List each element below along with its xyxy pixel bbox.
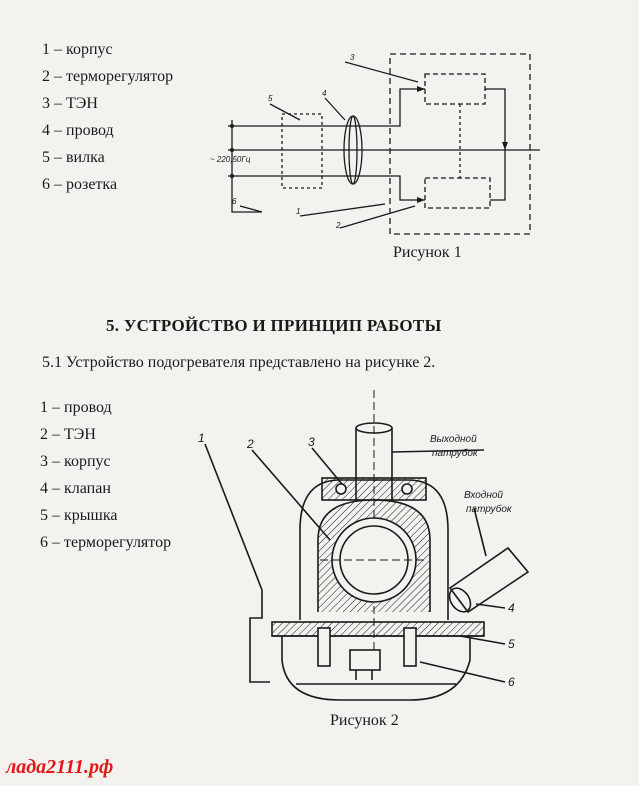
callout-2: 2 <box>335 221 341 230</box>
figure2-legend: 1 – провод 2 – ТЭН 3 – корпус 4 – клапан… <box>40 394 171 556</box>
callout-1: 1 <box>296 207 300 216</box>
callout-4: 4 <box>322 89 327 98</box>
callout-6: 6 <box>508 675 515 689</box>
callout-3: 3 <box>350 53 355 62</box>
outlet-label-line2: патрубок <box>432 447 479 459</box>
callout-3: 3 <box>308 435 315 449</box>
legend-item: 6 – терморегулятор <box>40 534 172 551</box>
callout-5: 5 <box>508 637 515 651</box>
section-paragraph: 5.1 Устройство подогревателя представлен… <box>42 354 436 371</box>
inlet-label-line1: Входной <box>464 490 503 501</box>
legend-item: 4 – провод <box>42 122 114 139</box>
legend-item: 1 – провод <box>40 399 112 416</box>
legend-item: 4 – клапан <box>40 480 111 497</box>
callout-4: 4 <box>508 601 515 615</box>
legend-item: 6 – розетка <box>42 176 118 193</box>
inlet-label-line2: патрубок <box>466 503 513 515</box>
legend-item: 5 – крышка <box>40 507 118 524</box>
figure2-caption: Рисунок 2 <box>330 712 399 729</box>
voltage-label: ~ 220,50Гц <box>210 155 251 164</box>
figure1-caption: Рисунок 1 <box>393 244 462 261</box>
callout-2: 2 <box>246 437 254 451</box>
legend-item: 3 – корпус <box>40 453 111 470</box>
callout-1: 1 <box>198 431 205 445</box>
callout-6: 6 <box>232 197 237 206</box>
legend-item: 5 – вилка <box>42 149 105 166</box>
legend-item: 3 – ТЭН <box>42 95 98 112</box>
legend-item: 1 – корпус <box>42 41 113 58</box>
legend-item: 2 – ТЭН <box>40 426 96 443</box>
section-heading: 5. УСТРОЙСТВО И ПРИНЦИП РАБОТЫ <box>106 316 442 335</box>
figure1-legend: 1 – корпус 2 – терморегулятор 3 – ТЭН 4 … <box>42 36 173 198</box>
site-watermark: лада2111.рф <box>6 756 114 778</box>
legend-item: 2 – терморегулятор <box>42 68 174 85</box>
outlet-label-line1: Выходной <box>430 434 477 445</box>
callout-5: 5 <box>268 94 273 103</box>
